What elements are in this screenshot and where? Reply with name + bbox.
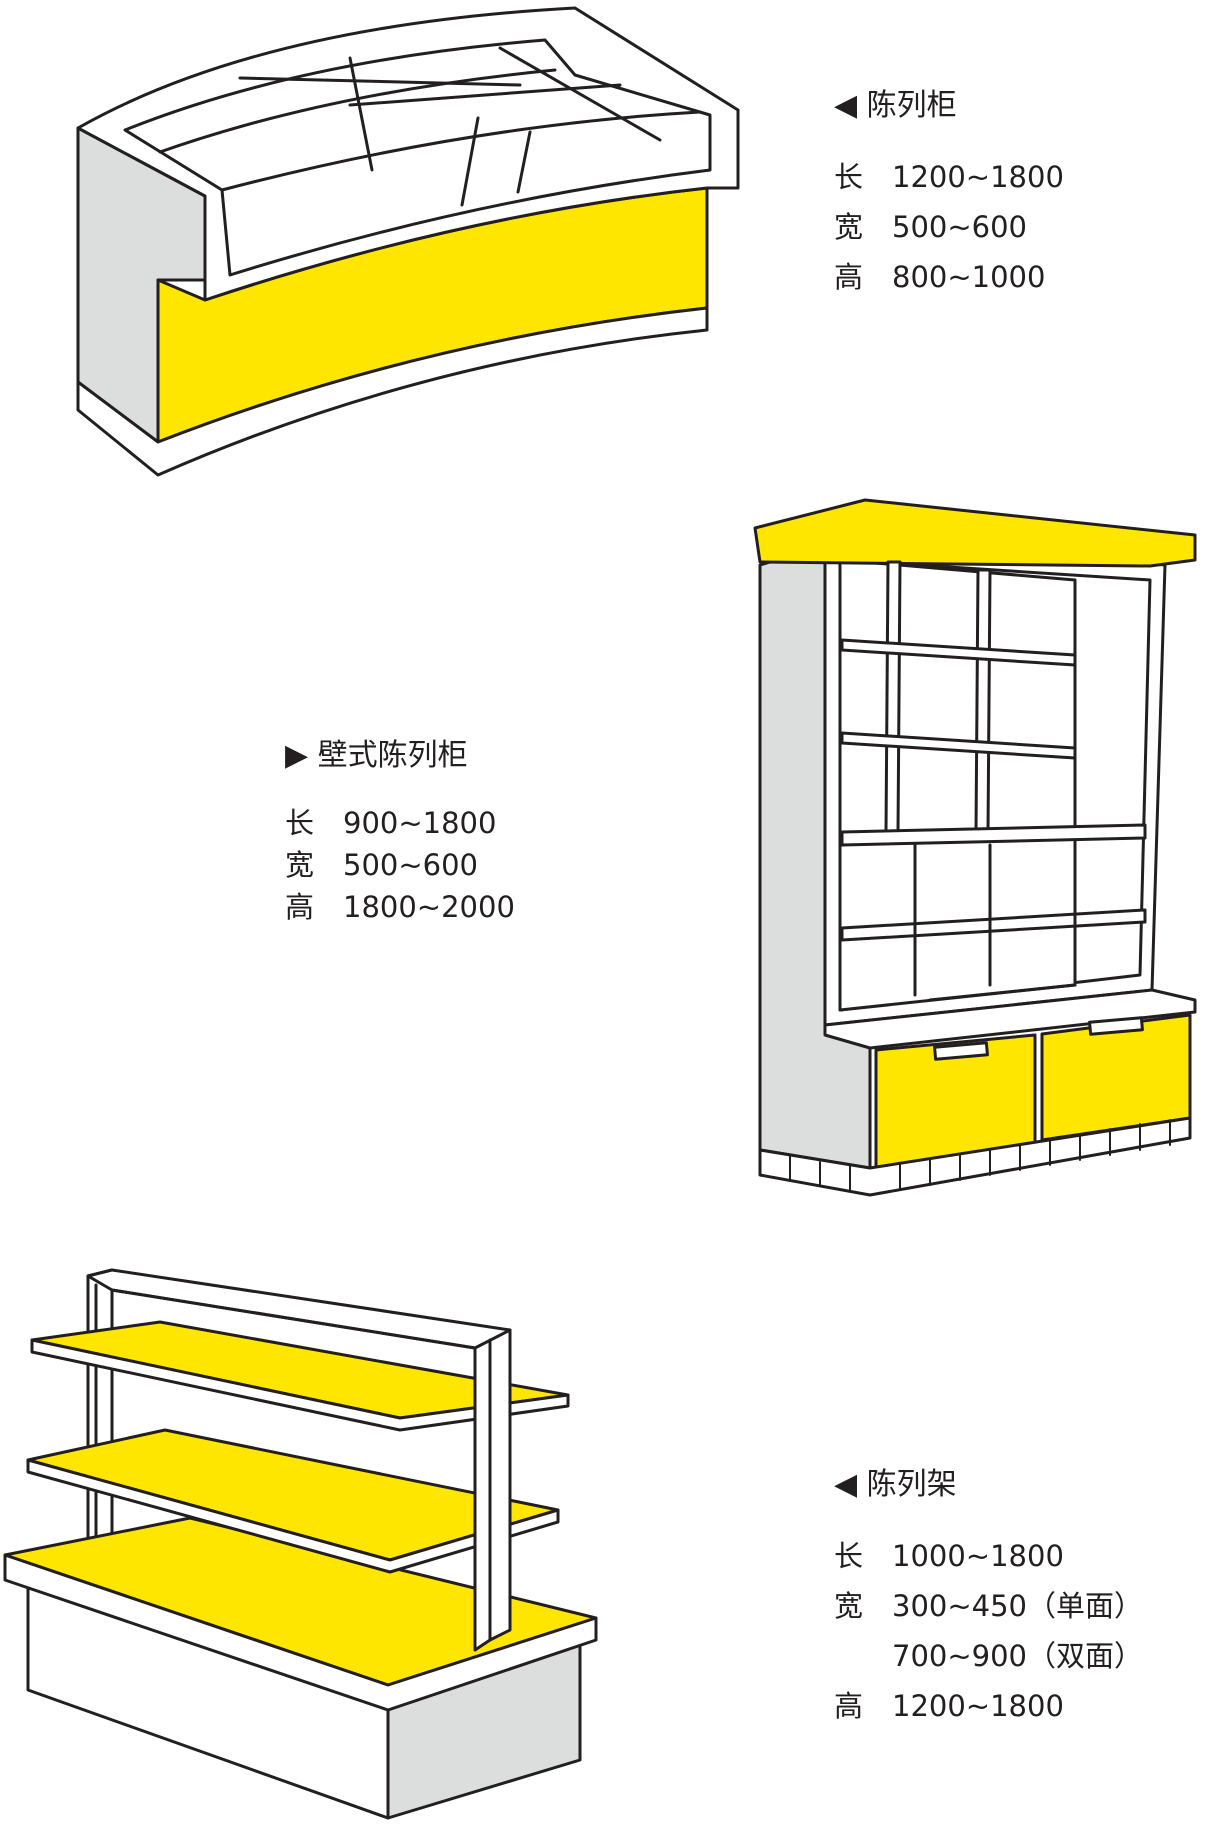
wall-cabinet-title: ▶ 壁式陈列柜 — [285, 738, 468, 773]
wall-cabinet-drawing — [753, 498, 1197, 1197]
spec-key: 宽 — [834, 210, 864, 244]
display-cabinet-base — [76, 306, 709, 477]
wall-cabinet-specs: ▶ 壁式陈列柜 长 900~1800 宽 500~600 高 1800~2000 — [285, 738, 515, 928]
spec-row: 宽 500~600 — [285, 844, 515, 886]
spec-row: 宽 500~600 — [834, 202, 1064, 252]
display-cabinet-specs: ◀ 陈列柜 长 1200~1800 宽 500~600 高 800~1000 — [834, 88, 1064, 302]
spec-row: 长 900~1800 — [285, 802, 515, 844]
wall-cabinet-counter — [823, 988, 1197, 1050]
display-cabinet-title: ◀ 陈列柜 — [834, 88, 957, 123]
spec-row: 700~900（双面） — [834, 1631, 1143, 1681]
spec-value: 1800~2000 — [343, 890, 515, 924]
spec-key: 长 — [285, 806, 315, 840]
spec-value: 1200~1800 — [892, 1689, 1064, 1723]
spec-row: 高 800~1000 — [834, 252, 1064, 302]
spec-value: 500~600 — [892, 210, 1028, 244]
spec-value: 1000~1800 — [892, 1539, 1064, 1573]
spec-row: 高 1200~1800 — [834, 1681, 1143, 1731]
spec-value: 1200~1800 — [892, 160, 1064, 194]
spec-value: 800~1000 — [892, 260, 1046, 294]
spec-key: 宽 — [285, 848, 315, 882]
spec-key: 高 — [834, 1689, 864, 1723]
spec-key: 高 — [285, 890, 315, 924]
spec-row: 长 1000~1800 — [834, 1531, 1143, 1581]
wall-cabinet-top-cap — [753, 498, 1197, 568]
spec-key: 宽 — [834, 1589, 864, 1623]
display-rack-title: ◀ 陈列架 — [834, 1467, 957, 1502]
display-rack-drawing — [3, 1268, 598, 1820]
wall-cabinet-plinth — [758, 1116, 1192, 1197]
spec-key: 长 — [834, 1539, 864, 1573]
spec-value: 300~450（单面） — [892, 1589, 1144, 1623]
display-cabinet-glass — [123, 38, 712, 277]
spec-row: 高 1800~2000 — [285, 886, 515, 928]
spec-value: 900~1800 — [343, 806, 497, 840]
spec-key — [834, 1631, 892, 1681]
spec-value: 500~600 — [343, 848, 479, 882]
spec-row: 长 1200~1800 — [834, 152, 1064, 202]
spec-value: 700~900（双面） — [892, 1639, 1144, 1673]
spec-key: 高 — [834, 260, 864, 294]
spec-key: 长 — [834, 160, 864, 194]
display-cabinet-drawing — [76, 6, 740, 477]
display-rack-specs: ◀ 陈列架 长 1000~1800 宽 300~450（单面） 700~900（… — [834, 1467, 1143, 1731]
spec-row: 宽 300~450（单面） — [834, 1581, 1143, 1631]
